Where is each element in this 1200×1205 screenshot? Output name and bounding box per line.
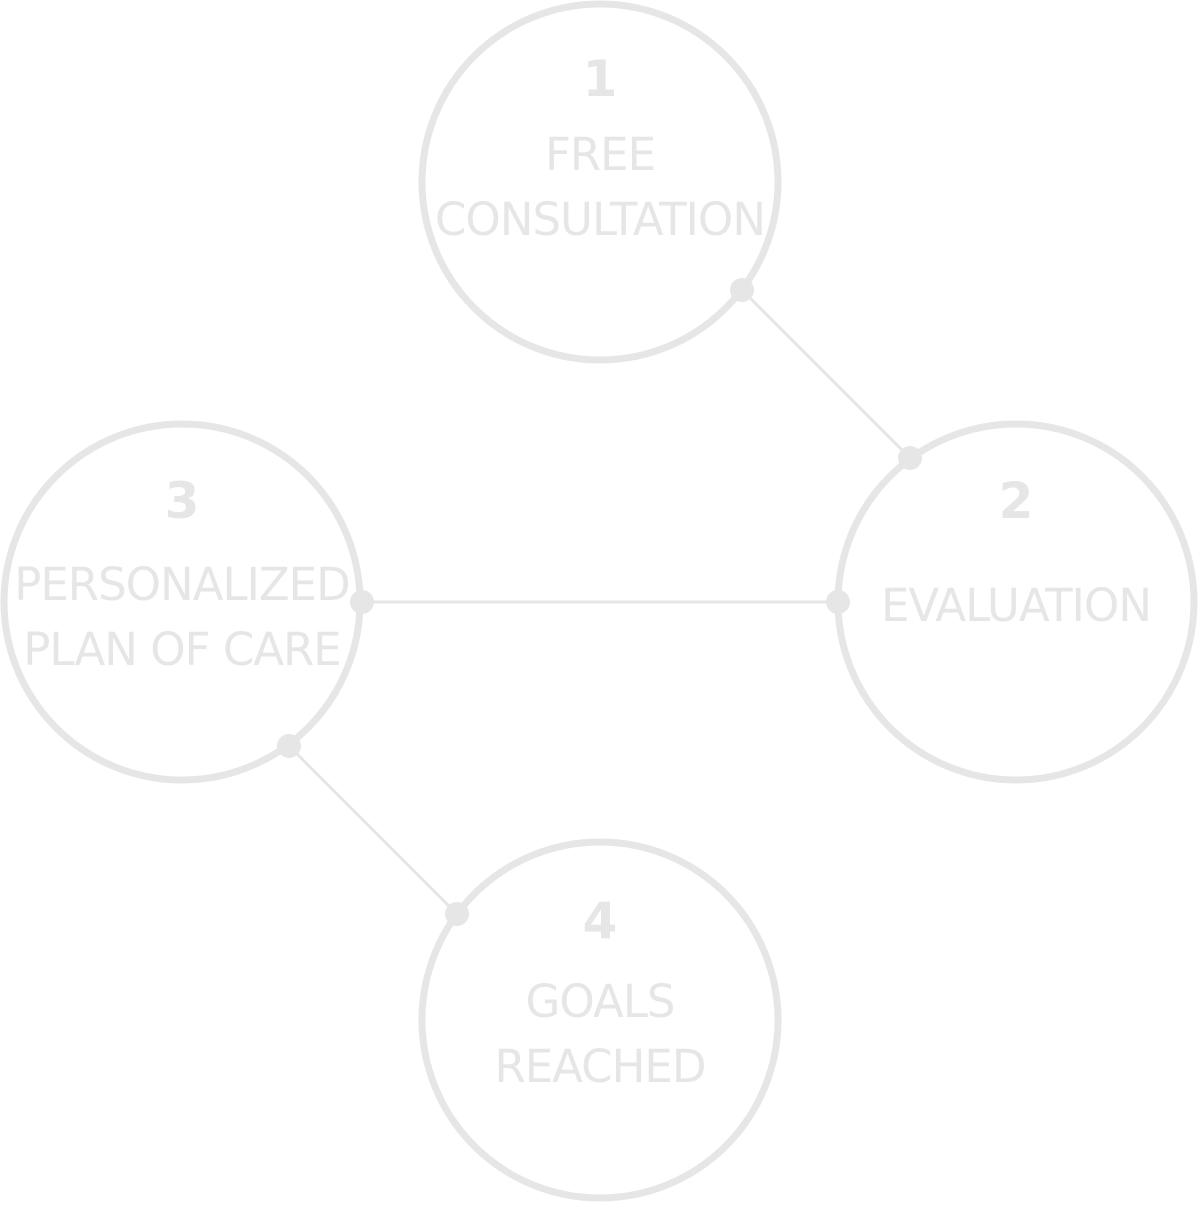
connector-dot bbox=[898, 446, 922, 470]
step-3-number: 3 bbox=[165, 472, 200, 530]
step-3-node: 3 PERSONALIZED PLAN OF CARE bbox=[0, 420, 364, 784]
step-1-number: 1 bbox=[583, 50, 618, 108]
connector-1-2 bbox=[740, 288, 912, 460]
step-1-node: 1 FREE CONSULTATION bbox=[418, 0, 782, 364]
step-4-node: 4 GOALS REACHED bbox=[418, 838, 782, 1202]
step-2-number: 2 bbox=[999, 472, 1034, 530]
step-2-label-line1: EVALUATION bbox=[881, 579, 1151, 632]
connector-dot bbox=[350, 590, 374, 614]
step-3-label-line1: PERSONALIZED bbox=[14, 558, 350, 611]
connector-dot bbox=[826, 590, 850, 614]
step-1-label-line1: FREE bbox=[545, 128, 655, 181]
step-4-number: 4 bbox=[583, 892, 618, 950]
connector-dot bbox=[277, 734, 301, 758]
step-1-label-line2: CONSULTATION bbox=[435, 193, 765, 246]
step-4-circle bbox=[418, 838, 782, 1202]
connector-3-4 bbox=[287, 744, 459, 916]
step-4-label-line1: GOALS bbox=[526, 975, 675, 1028]
step-2-node: 2 EVALUATION bbox=[834, 420, 1198, 784]
step-3-label-line2: PLAN OF CARE bbox=[23, 623, 341, 676]
step-4-label-line2: REACHED bbox=[494, 1040, 705, 1093]
step-1-circle bbox=[418, 0, 782, 364]
connector-dot bbox=[445, 902, 469, 926]
connector-dot bbox=[730, 278, 754, 302]
